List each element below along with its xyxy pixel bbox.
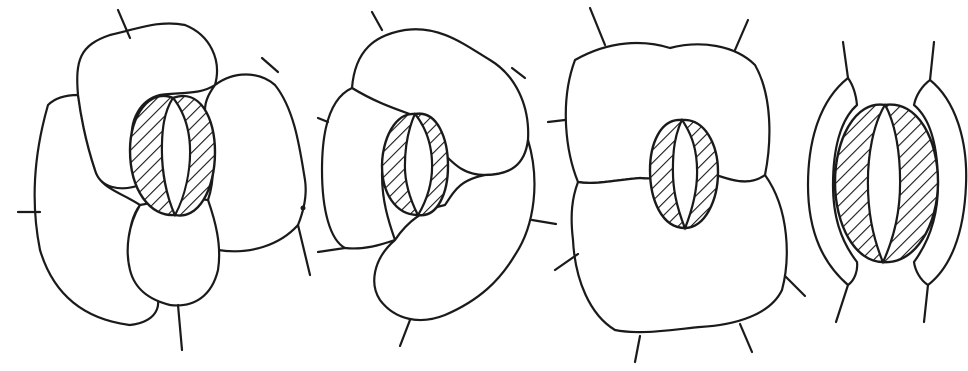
cell-wall (590, 8, 605, 45)
cell-wall (318, 118, 328, 122)
cell-wall (262, 58, 278, 72)
cell-wall (924, 285, 928, 322)
cell-wall (178, 305, 182, 350)
stoma-panel-4 (808, 42, 966, 322)
cell-wall (735, 20, 748, 50)
cell-wall (298, 225, 310, 275)
cell-wall (512, 68, 525, 78)
cell-wall (372, 12, 382, 30)
cell-wall (532, 220, 556, 224)
stoma-panel-3 (548, 8, 805, 362)
cell-wall (635, 336, 640, 362)
cell-wall (400, 320, 410, 346)
stoma-panel-2 (318, 12, 556, 346)
cell-wall (318, 248, 345, 252)
cell-wall (930, 42, 934, 80)
cell-wall (740, 324, 752, 352)
cell-wall (843, 42, 848, 78)
cell-wall (785, 276, 805, 296)
stoma-panel-1 (18, 10, 310, 350)
cell-wall (836, 285, 848, 322)
epidermal-cell (205, 74, 306, 251)
cell-junction (301, 206, 306, 211)
cell-wall (548, 120, 565, 122)
